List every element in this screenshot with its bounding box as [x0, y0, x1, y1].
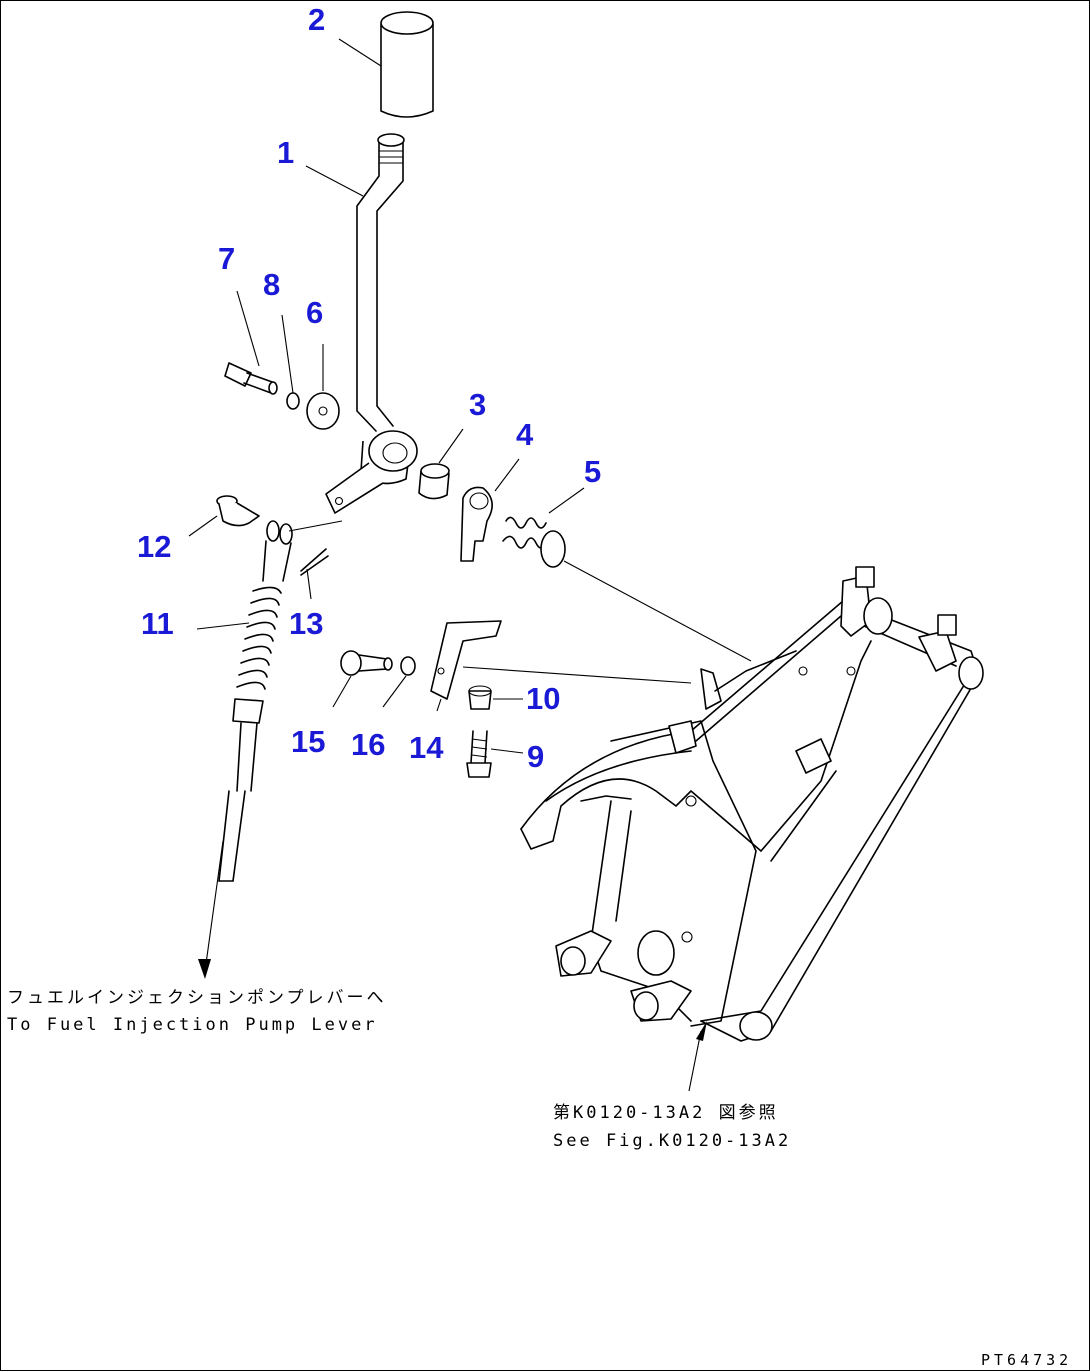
callout-8: 8 — [263, 267, 281, 302]
callout-4: 4 — [516, 417, 534, 452]
part-bolt-7 — [224, 362, 278, 395]
part-washer-small — [286, 392, 300, 410]
callout-9: 9 — [527, 739, 545, 774]
note-pump-lever-jp: フュエルインジェクションポンプレバーへ — [7, 988, 387, 1008]
callout-15: 15 — [291, 724, 326, 759]
part-bracket — [430, 620, 502, 700]
callout-3: 3 — [469, 387, 487, 422]
part-pin — [216, 495, 260, 527]
callout-14: 14 — [409, 730, 444, 765]
callout-1: 1 — [277, 135, 295, 170]
part-lever — [325, 133, 418, 514]
callout-7: 7 — [218, 241, 236, 276]
note-pump-lever-en: To Fuel Injection Pump Lever — [7, 1015, 378, 1035]
part-main-frame — [520, 566, 984, 1092]
part-plate — [460, 486, 493, 562]
drawing-code: PT64732 — [981, 1351, 1073, 1369]
callout-5: 5 — [584, 454, 602, 489]
part-spring — [502, 516, 566, 568]
note-figure-ref-en: See Fig.K0120-13A2 — [553, 1131, 792, 1151]
part-bolt-15 — [340, 650, 393, 676]
note-figure-ref-jp: 第K0120-13A2 図参照 — [553, 1103, 779, 1123]
leader-lines — [188, 38, 752, 754]
part-cable — [198, 520, 293, 979]
part-cotter-pin — [300, 548, 329, 576]
part-bushing — [418, 463, 450, 500]
part-washer-16 — [400, 656, 416, 676]
part-bolt-9 — [466, 730, 492, 778]
callout-2: 2 — [308, 2, 326, 37]
callout-16: 16 — [351, 727, 386, 762]
part-washer-large — [306, 392, 340, 430]
part-grip — [380, 11, 434, 118]
part-nut — [468, 685, 492, 710]
callout-10: 10 — [526, 681, 561, 716]
callout-13: 13 — [289, 606, 324, 641]
callout-6: 6 — [306, 295, 324, 330]
callout-11: 11 — [141, 606, 174, 641]
callout-12: 12 — [137, 529, 172, 564]
